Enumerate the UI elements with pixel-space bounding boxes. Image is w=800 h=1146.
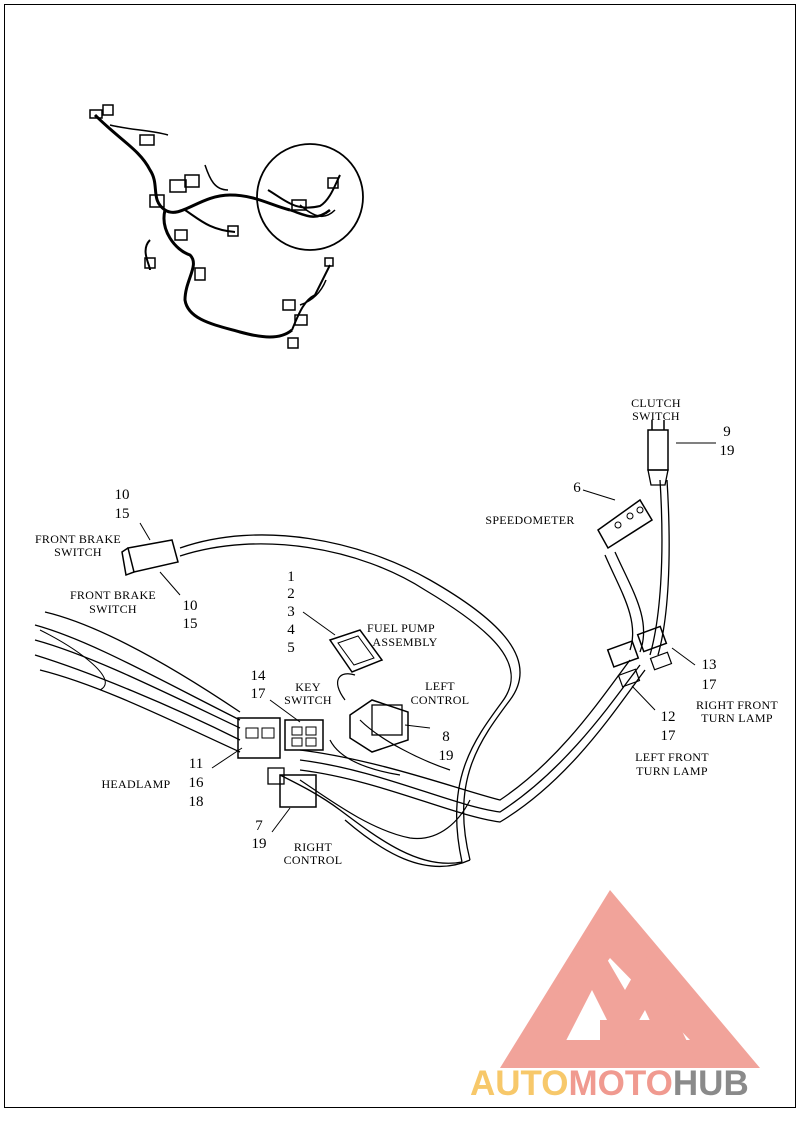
- left-control-label-2: CONTROL: [411, 693, 470, 707]
- headlamp-num-2: 16: [189, 775, 205, 791]
- front-brake-bottom-num-1: 10: [183, 598, 198, 614]
- watermark-text: AUTOMOTOHUB: [470, 1064, 749, 1103]
- fuel-pump-num-5: 5: [287, 640, 295, 656]
- fuel-pump-label-1: FUEL PUMP: [367, 621, 435, 635]
- key-switch-label-2: SWITCH: [284, 693, 332, 707]
- front-brake-bottom-label-1: FRONT BRAKE: [70, 588, 156, 602]
- headlamp-num-3: 18: [189, 794, 204, 810]
- left-turn-num-2: 17: [661, 728, 677, 744]
- speedometer-num: 6: [573, 480, 581, 496]
- fuel-pump-num-3: 3: [287, 604, 295, 620]
- watermark-moto: MOTO: [569, 1064, 673, 1103]
- right-control-label-2: CONTROL: [284, 853, 343, 867]
- right-turn-label-2: TURN LAMP: [701, 711, 773, 725]
- key-switch-num-2: 17: [251, 686, 267, 702]
- harness-detail: [34, 420, 673, 868]
- key-switch-label-1: KEY: [295, 680, 321, 694]
- clutch-switch-label-1: CLUTCH: [631, 396, 681, 410]
- fuel-pump-num-1: 1: [287, 569, 295, 585]
- left-control-num-2: 19: [439, 748, 454, 764]
- watermark-hub: HUB: [673, 1064, 749, 1103]
- speedometer-label: SPEEDOMETER: [485, 513, 574, 527]
- front-brake-top-num-2: 15: [115, 506, 130, 522]
- right-control-label-1: RIGHT: [294, 840, 333, 854]
- harness-overview: [89, 104, 364, 349]
- logo-triangle: [500, 890, 760, 1068]
- front-brake-bottom-num-2: 15: [183, 616, 198, 632]
- front-brake-top-num-1: 10: [115, 487, 130, 503]
- right-turn-num-1: 13: [702, 657, 717, 673]
- headlamp-label: HEADLAMP: [101, 777, 170, 791]
- logo-m-stroke: [520, 930, 700, 1068]
- right-turn-num-2: 17: [702, 677, 718, 693]
- clutch-num-1: 9: [723, 424, 731, 440]
- front-brake-top-label-2: SWITCH: [54, 545, 102, 559]
- clutch-switch-label-2: SWITCH: [632, 409, 680, 423]
- left-turn-label-1: LEFT FRONT: [635, 750, 709, 764]
- left-control-num-1: 8: [442, 729, 450, 745]
- right-control-num-2: 19: [252, 836, 267, 852]
- right-turn-label-1: RIGHT FRONT: [696, 698, 778, 712]
- fuel-pump-num-2: 2: [287, 586, 295, 602]
- left-turn-num-1: 12: [661, 709, 676, 725]
- right-control-num-1: 7: [255, 818, 263, 834]
- page-border: [4, 4, 796, 1108]
- leader-lines: [139, 442, 716, 833]
- left-turn-label-2: TURN LAMP: [636, 764, 708, 778]
- front-brake-bottom-label-2: SWITCH: [89, 602, 137, 616]
- watermark-logo: [500, 890, 760, 1068]
- key-switch-num-1: 14: [251, 668, 267, 684]
- logo-inner: [600, 1020, 660, 1040]
- fuel-pump-num-4: 4: [287, 622, 295, 638]
- left-control-label-1: LEFT: [425, 679, 455, 693]
- callout-labels: CLUTCH SWITCH 9 19 6 SPEEDOMETER 10 15 F…: [35, 396, 778, 867]
- front-brake-top-label-1: FRONT BRAKE: [35, 532, 121, 546]
- watermark-auto: AUTO: [470, 1064, 569, 1103]
- headlamp-num-1: 11: [189, 756, 203, 772]
- clutch-num-2: 19: [720, 443, 735, 459]
- fuel-pump-label-2: ASSEMBLY: [372, 635, 437, 649]
